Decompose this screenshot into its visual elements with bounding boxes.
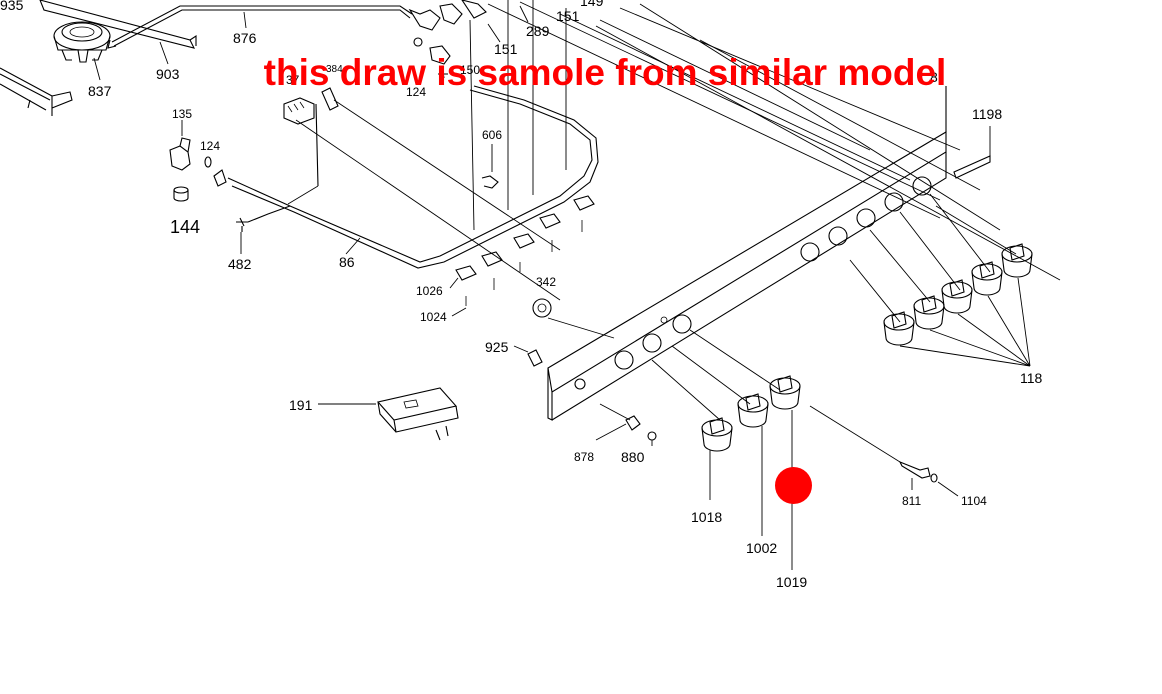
label-124-left: 124 bbox=[200, 139, 220, 153]
valve-342-part bbox=[532, 298, 615, 339]
label-289: 289 bbox=[526, 23, 550, 39]
label-837: 837 bbox=[88, 83, 112, 99]
label-1019: 1019 bbox=[776, 574, 807, 590]
label-149: 149 bbox=[580, 0, 604, 9]
knob-guide-lines bbox=[599, 193, 1017, 463]
label-1026: 1026 bbox=[416, 284, 443, 298]
label-935: 935 bbox=[0, 0, 24, 13]
washer-124-part bbox=[204, 156, 212, 168]
gas-manifold-86-part bbox=[213, 85, 599, 269]
elbow-135-part bbox=[169, 120, 191, 171]
nut-144-part bbox=[173, 186, 189, 202]
screw-482-part bbox=[236, 217, 248, 254]
label-124: 124 bbox=[406, 85, 426, 99]
knob-1002-part bbox=[737, 393, 769, 536]
clip-606-part bbox=[481, 144, 499, 189]
label-8: 8 bbox=[930, 69, 938, 85]
label-135: 135 bbox=[172, 107, 192, 121]
part-878 bbox=[595, 415, 641, 441]
igniter-191-part bbox=[318, 387, 459, 441]
washer-1104-part bbox=[930, 473, 959, 497]
label-37: 37 bbox=[286, 73, 300, 87]
label-811: 811 bbox=[902, 494, 921, 508]
label-151: 151 bbox=[494, 41, 518, 57]
label-151-top: 151 bbox=[556, 8, 580, 24]
nut-880-part bbox=[647, 431, 657, 446]
control-panel-part bbox=[547, 86, 947, 421]
left-rail-part bbox=[0, 67, 73, 116]
bracket-set-1026-part bbox=[449, 195, 595, 317]
label-144: 144 bbox=[170, 217, 200, 237]
label-1002: 1002 bbox=[746, 540, 777, 556]
label-880: 880 bbox=[621, 449, 645, 465]
rod-1198-part bbox=[953, 126, 991, 179]
label-384: 384 bbox=[326, 64, 343, 75]
terminal-block-37-part bbox=[283, 97, 561, 301]
label-876: 876 bbox=[233, 30, 257, 46]
highlight-marker-dot bbox=[775, 467, 812, 504]
spark-plug-811-part bbox=[898, 460, 931, 490]
label-903: 903 bbox=[156, 66, 180, 82]
label-118: 118 bbox=[1020, 370, 1043, 386]
thermostat-384-part bbox=[321, 87, 561, 251]
label-1198: 1198 bbox=[972, 106, 1002, 122]
gas-tube-876-part bbox=[107, 5, 413, 49]
sample-notice-banner: this draw is samole from similar model bbox=[263, 52, 947, 93]
label-1018: 1018 bbox=[691, 509, 722, 525]
label-342: 342 bbox=[536, 275, 556, 289]
label-1104: 1104 bbox=[961, 494, 987, 508]
injector-group-part bbox=[408, 0, 567, 231]
label-606: 606 bbox=[482, 128, 502, 142]
label-482: 482 bbox=[228, 256, 252, 272]
label-1024: 1024 bbox=[420, 310, 447, 324]
burner-cap-837-part bbox=[53, 21, 111, 81]
label-150: 150 bbox=[460, 63, 480, 77]
label-925: 925 bbox=[485, 339, 509, 355]
label-191: 191 bbox=[289, 397, 313, 413]
switch-925-part bbox=[513, 345, 543, 367]
knob-1018-part bbox=[701, 417, 733, 500]
assembly-guide-lines bbox=[487, 1, 1061, 281]
label-878: 878 bbox=[574, 450, 594, 464]
label-86: 86 bbox=[339, 254, 355, 270]
knob-set-118-part bbox=[883, 243, 1033, 367]
